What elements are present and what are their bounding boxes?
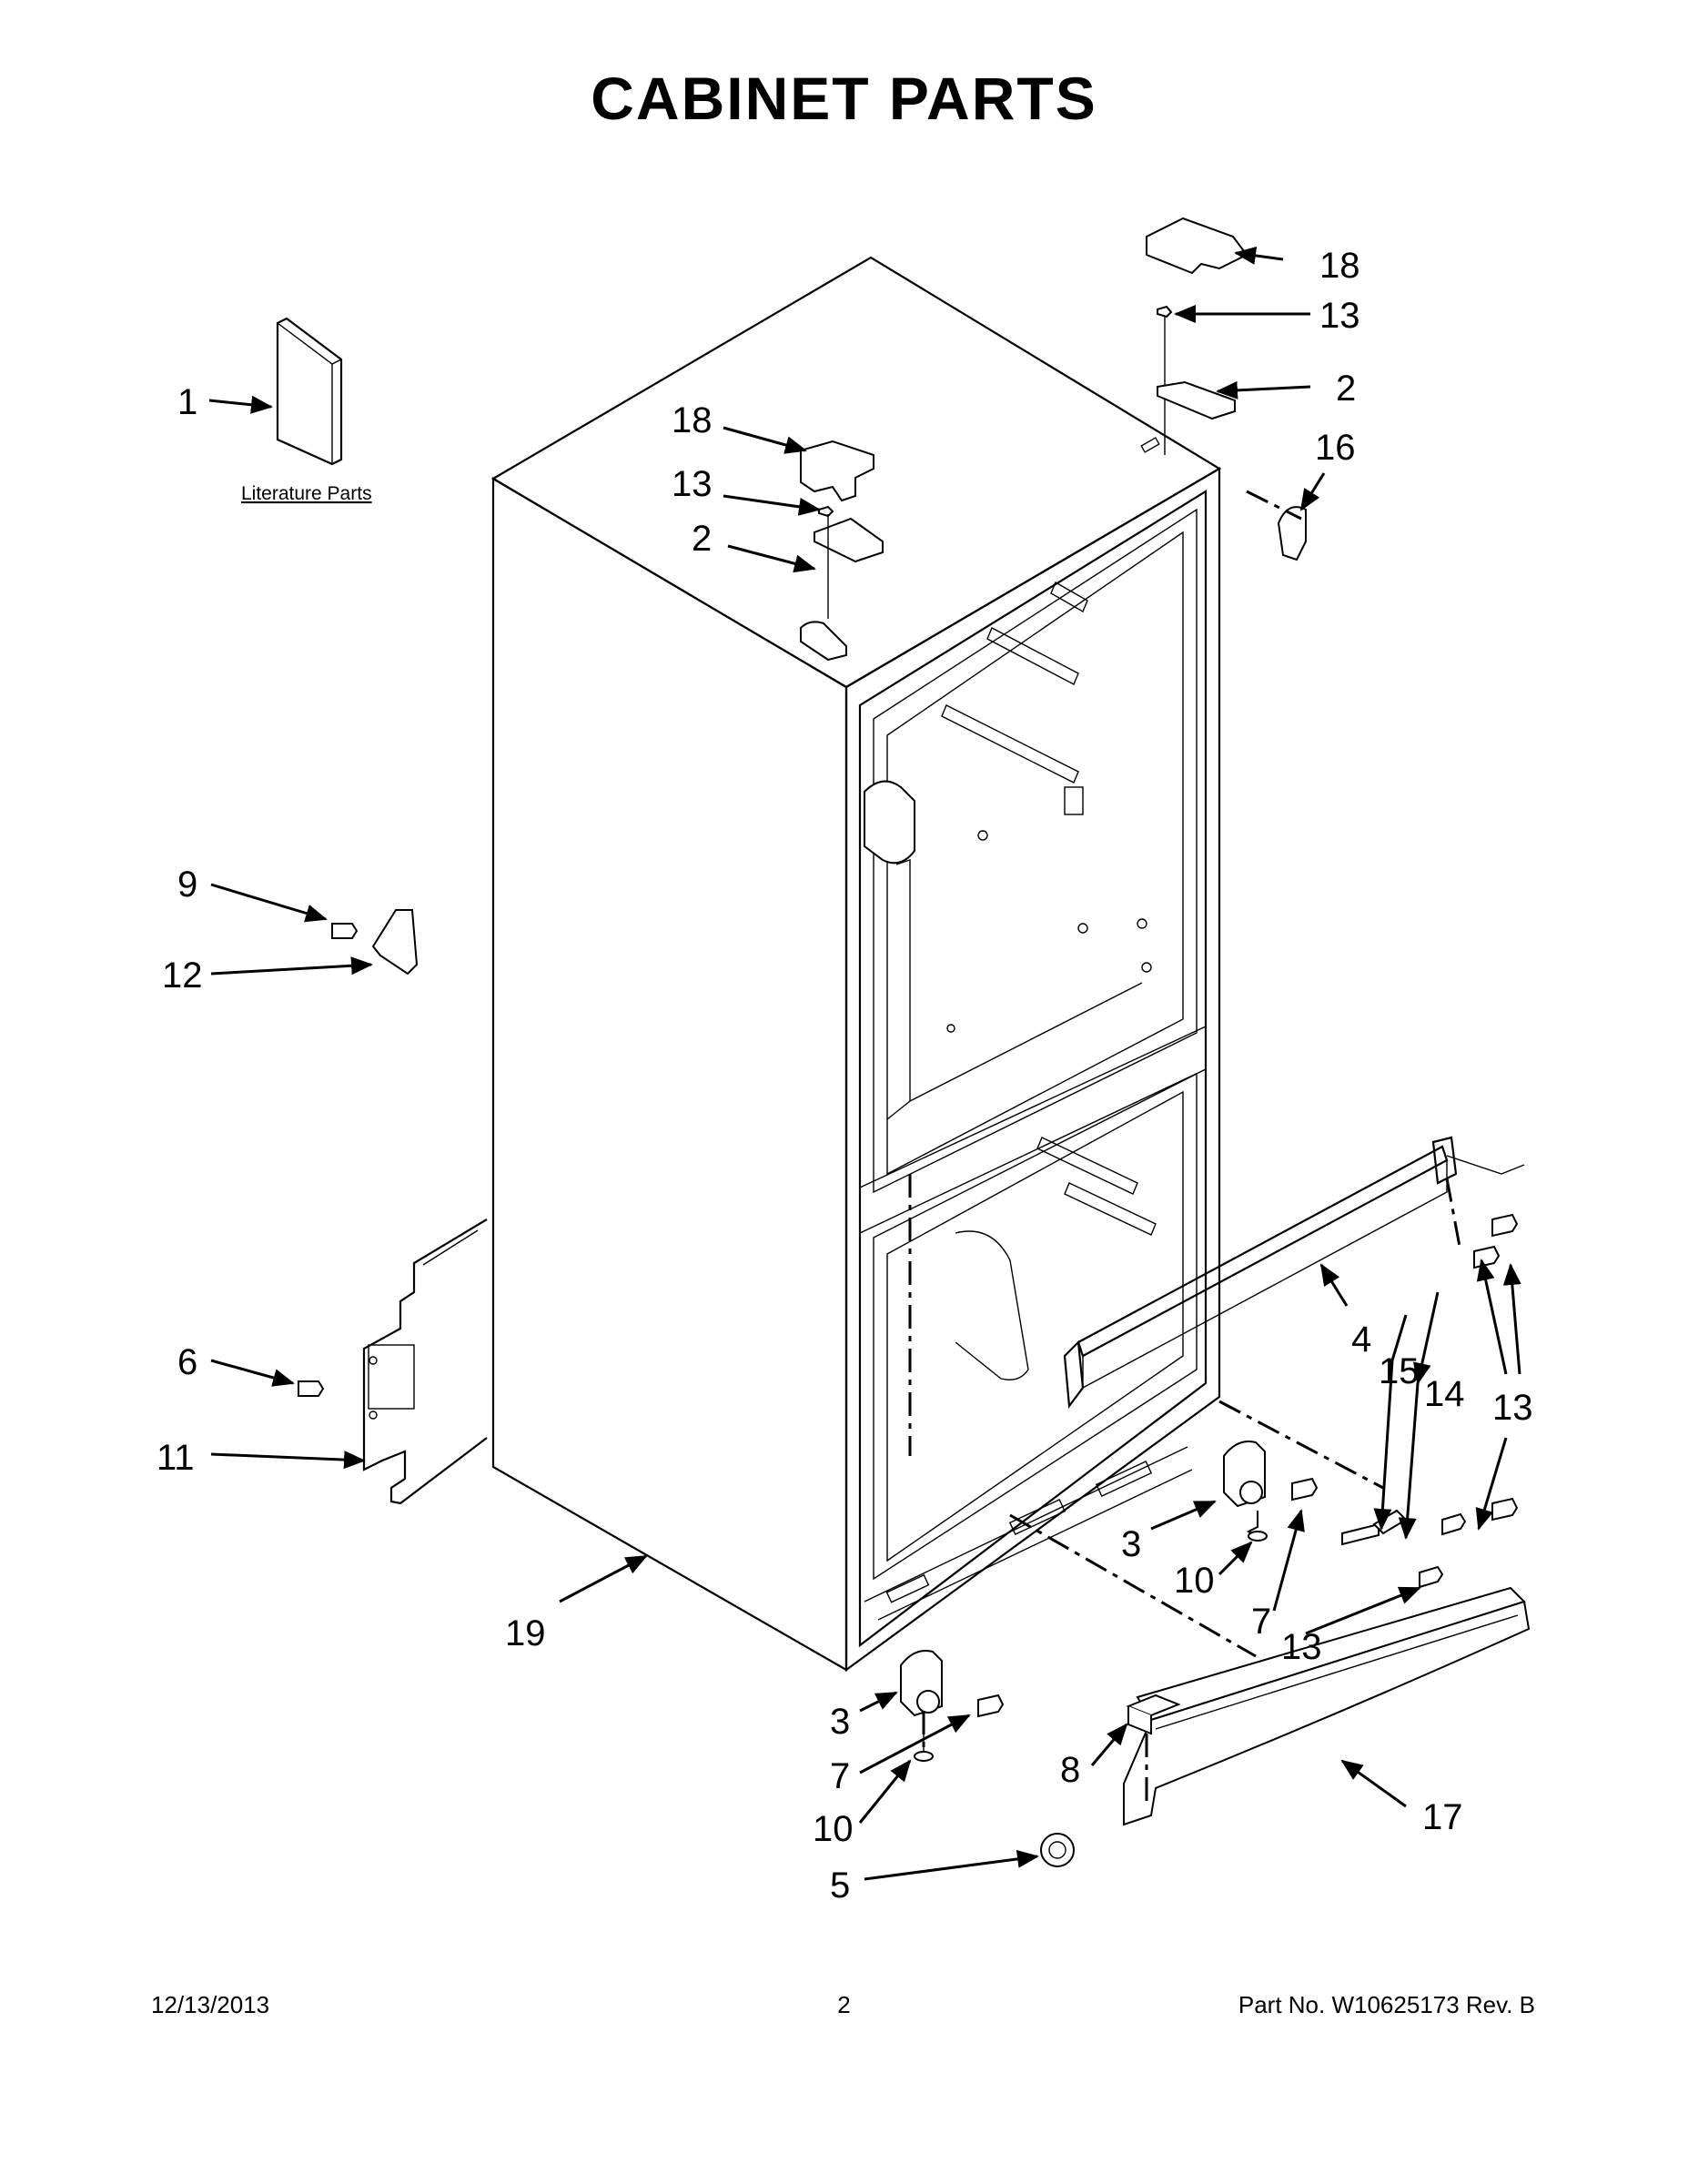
callout-18-left: 18 [672, 400, 713, 440]
callout-13-left: 13 [672, 464, 713, 504]
literature-parts-label: Literature Parts [241, 483, 372, 504]
callout-2-left: 2 [692, 519, 712, 559]
cabinet-body [490, 256, 1222, 1673]
callout-11: 11 [157, 1438, 195, 1478]
callout-19: 19 [505, 1613, 546, 1653]
callout-5: 5 [830, 1866, 850, 1906]
grille-mounting-bracket [1063, 1136, 1525, 1409]
callout-12: 12 [162, 956, 203, 996]
top-left-hinge-assembly [800, 440, 884, 662]
callout-15: 15 [1379, 1351, 1420, 1391]
callout-6: 6 [177, 1342, 197, 1382]
callout-3-right: 3 [1121, 1524, 1141, 1564]
callout-13-right: 13 [1319, 296, 1360, 336]
footer-part-number: Part No. W10625173 Rev. B [1238, 1991, 1535, 2018]
footer-date: 12/13/2013 [151, 1991, 270, 2018]
callout-4: 4 [1351, 1320, 1371, 1360]
callout-13-bracket: 13 [1492, 1388, 1533, 1428]
door-stop [1277, 506, 1307, 561]
rear-screw [298, 1380, 325, 1397]
callout-2-right: 2 [1336, 369, 1356, 409]
callout-1: 1 [177, 382, 197, 422]
footer-page-number: 2 [837, 1991, 851, 2018]
front-right-roller-assembly [1223, 1441, 1319, 1542]
callout-14: 14 [1424, 1374, 1465, 1414]
literature-pack [276, 317, 343, 466]
callout-8: 8 [1060, 1750, 1080, 1790]
toe-grille [1123, 1586, 1531, 1826]
callout-18-right: 18 [1319, 246, 1360, 286]
rear-bracket-upper [331, 909, 419, 976]
callout-16: 16 [1315, 428, 1356, 468]
grille-clip [1126, 1694, 1181, 1735]
plug-button [1040, 1833, 1075, 1867]
callout-10-right: 10 [1174, 1561, 1215, 1601]
callout-7-left: 7 [830, 1756, 850, 1796]
top-right-hinge-assembly [1146, 217, 1248, 455]
callout-10-left: 10 [813, 1809, 854, 1849]
callout-13-bottom: 13 [1281, 1627, 1322, 1667]
rear-access-panel [362, 1218, 488, 1505]
page-title: CABINET PARTS [591, 65, 1097, 132]
callout-3-left: 3 [830, 1702, 850, 1742]
callout-17: 17 [1422, 1797, 1463, 1837]
callout-9: 9 [177, 864, 197, 905]
front-left-roller-assembly [900, 1650, 1005, 1762]
callout-7-right: 7 [1251, 1602, 1271, 1642]
